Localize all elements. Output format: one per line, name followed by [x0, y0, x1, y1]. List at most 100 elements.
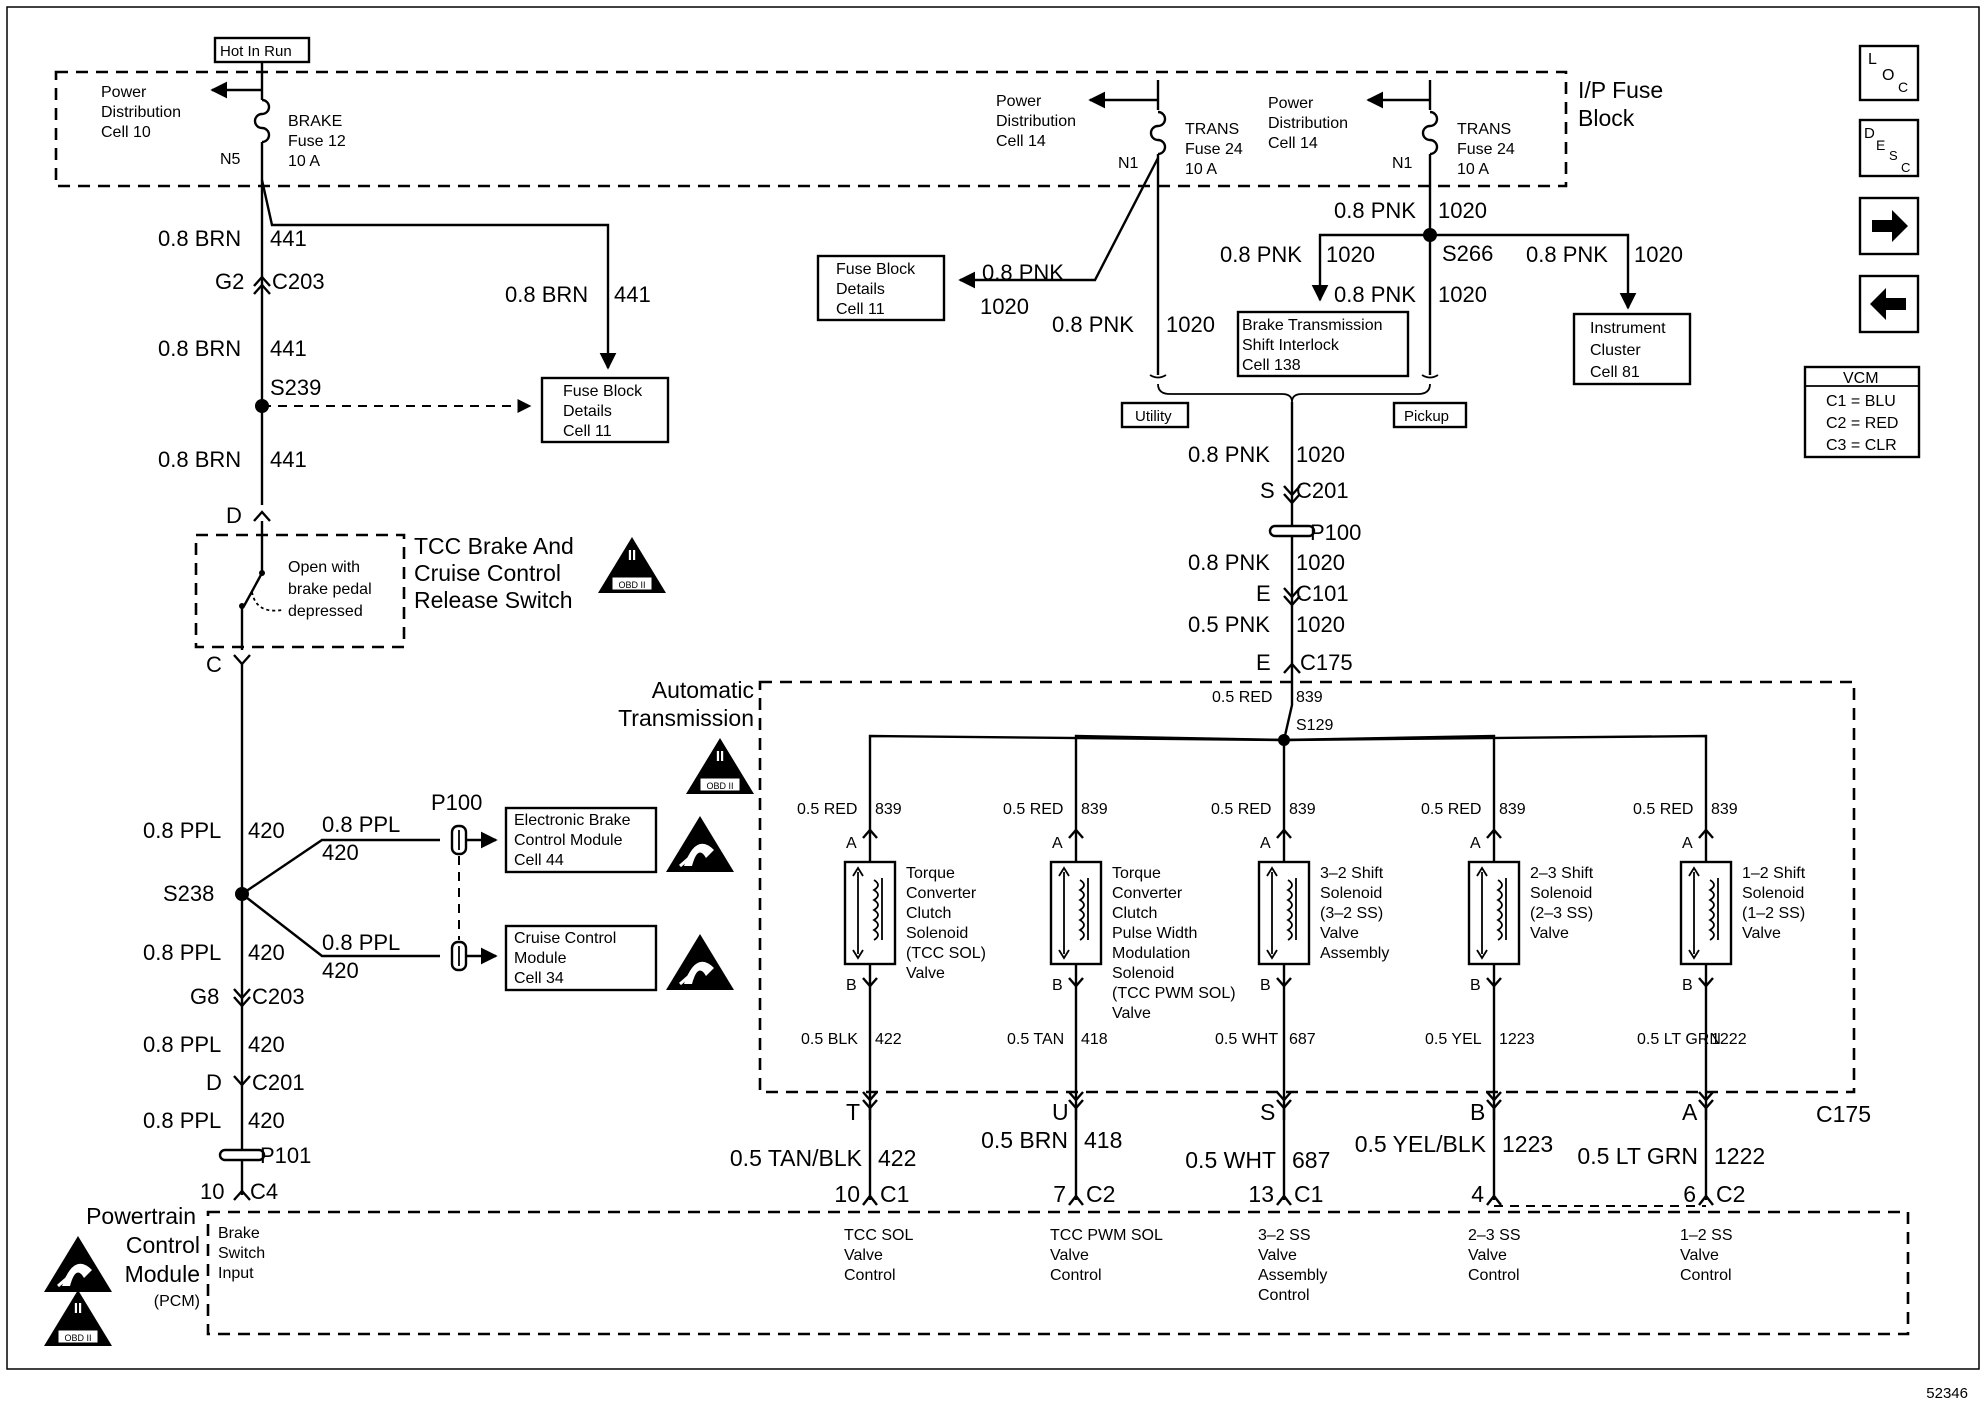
- pdc14b-line2: Distribution: [1268, 115, 1348, 132]
- pdc10-line1: Power: [101, 84, 147, 101]
- solenoid-1-label-0: Torque: [1112, 865, 1161, 882]
- page-border: [6, 6, 1980, 1370]
- btsi-box: [1236, 310, 1410, 378]
- c175-pin-4: A: [1682, 1099, 1698, 1125]
- solenoid-0-label-3: Solenoid: [906, 925, 968, 942]
- circuit-3: 1223: [1499, 1031, 1535, 1048]
- e-pin-c175: E: [1256, 650, 1271, 675]
- solenoid-2-label-1: Solenoid: [1320, 885, 1382, 902]
- pcm-pin-4: 6: [1683, 1181, 1696, 1207]
- pickup-label: Pickup: [1404, 408, 1449, 425]
- pcm-label-1-1: Valve: [1050, 1247, 1089, 1264]
- ccm-line2: Module: [514, 950, 567, 967]
- pcm-label-1-0: TCC PWM SOL: [1050, 1227, 1163, 1244]
- pin-a-icon-0: [862, 828, 878, 839]
- automatic-transmission-outline: [758, 680, 1856, 1094]
- brn-wire-3: 0.8 BRN: [158, 447, 241, 472]
- pnk-wire-ic: 0.8 PNK: [1526, 242, 1608, 267]
- switch-contact-icon: [242, 572, 264, 607]
- ppl-wire-4: 0.8 PPL: [143, 1108, 221, 1133]
- brn-circuit-2: 441: [270, 336, 307, 361]
- solenoid-0-label-4: (TCC SOL): [906, 945, 986, 962]
- d-pin: D: [206, 1070, 222, 1095]
- solenoid-1-label-2: Clutch: [1112, 905, 1157, 922]
- brn-circuit-fbd: 441: [614, 282, 651, 307]
- pcm-label-0-2: Control: [844, 1267, 896, 1284]
- trans-fuse-b-icon: [1421, 110, 1439, 156]
- ip-fuse-block-title-2: Block: [1578, 105, 1635, 131]
- g8-pin: G8: [190, 984, 219, 1009]
- ppl-wire-2: 0.8 PPL: [143, 940, 221, 965]
- ccm-line3: Cell 34: [514, 970, 564, 987]
- c201-label-left: C201: [252, 1070, 305, 1095]
- pnk-wire-btsi: 0.8 PNK: [1220, 242, 1302, 267]
- loc-nav-button[interactable]: [1858, 44, 1920, 102]
- pcm-label-4-1: Valve: [1680, 1247, 1719, 1264]
- solenoid-box-3: [1467, 860, 1521, 966]
- brn-wire-fbd: 0.8 BRN: [505, 282, 588, 307]
- pnk-wire-s266-top: 0.8 PNK: [1334, 198, 1416, 223]
- next-page-button[interactable]: [1858, 196, 1920, 256]
- n1a-label: N1: [1118, 155, 1139, 172]
- pcm-label-2-3: Control: [1258, 1287, 1310, 1304]
- fbd11-box-lower: [540, 376, 670, 444]
- switch-title-3: Release Switch: [414, 587, 573, 613]
- obd-numeral-switch: II: [628, 547, 636, 564]
- pcm-wire-3: 0.5 YEL/BLK: [1355, 1131, 1487, 1157]
- feed-wire-1: [1074, 734, 1285, 840]
- pnk-wire-utility: 0.8 PNK: [1052, 312, 1134, 337]
- ebcm-box: [504, 806, 658, 874]
- pcm-label-4-2: Control: [1680, 1267, 1732, 1284]
- pcm-wire-4: 0.5 LT GRN: [1577, 1143, 1698, 1169]
- fbd11-box-upper: [816, 254, 946, 322]
- pcm-pin-3: 4: [1471, 1181, 1484, 1207]
- ppl-circuit-1: 420: [248, 818, 285, 843]
- ccm-line1: Cruise Control: [514, 930, 616, 947]
- pcm-label-3-2: Control: [1468, 1267, 1520, 1284]
- ppl-wire-ccm: 0.8 PPL: [322, 930, 400, 955]
- s-pin-c201: S: [1260, 478, 1275, 503]
- desc-label-s: S: [1889, 148, 1898, 163]
- solenoid-3-label-1: Solenoid: [1530, 885, 1592, 902]
- wire-4: 0.5 LT GRN: [1637, 1031, 1721, 1048]
- pcm-wire-1: 0.5 BRN: [981, 1127, 1068, 1153]
- vcm-row-3: C3 = CLR: [1826, 437, 1897, 454]
- fbd11-a-line1: Fuse Block: [836, 261, 916, 278]
- fbd11-a-line3: Cell 11: [836, 301, 885, 318]
- c201-label-right: C201: [1296, 478, 1349, 503]
- switch-note-2: brake pedal: [288, 581, 372, 598]
- solenoid-0-label-1: Converter: [906, 885, 977, 902]
- vcm-row-2: C2 = RED: [1826, 415, 1898, 432]
- c-pin: C: [206, 652, 222, 677]
- pnk-circuit-3: 1020: [1296, 612, 1345, 637]
- c203-label-bottom: C203: [252, 984, 305, 1009]
- desc-nav-button[interactable]: [1858, 118, 1920, 178]
- circuit-4: 1222: [1711, 1031, 1747, 1048]
- wire-0: 0.5 BLK: [801, 1031, 858, 1048]
- btsi-line2: Shift Interlock: [1242, 337, 1340, 354]
- red-circuit-2: 839: [1289, 801, 1316, 818]
- desc-label-c: C: [1901, 160, 1910, 175]
- option-brace: [1157, 383, 1431, 403]
- pin-b-icon-4: [1698, 977, 1714, 988]
- pin-a-icon-1: [1068, 828, 1084, 839]
- pin-b-4: B: [1682, 977, 1693, 994]
- solenoid-1-label-5: Solenoid: [1112, 965, 1174, 982]
- obd-text-trans: OBD II: [706, 781, 733, 791]
- pnk-circuit-utility: 1020: [1166, 312, 1215, 337]
- solenoid-3-label-2: (2–3 SS): [1530, 905, 1593, 922]
- ip-fuse-block-outline: [54, 70, 1568, 188]
- utility-box: [1120, 401, 1190, 429]
- ebcm-line2: Control Module: [514, 832, 623, 849]
- pcm-label-3-0: 2–3 SS: [1468, 1227, 1520, 1244]
- feed-wire-4: [1283, 734, 1708, 840]
- vcm-legend-box: [1803, 365, 1921, 459]
- pin-a-1: A: [1052, 835, 1063, 852]
- wire-1: 0.5 TAN: [1007, 1031, 1064, 1048]
- ebcm-line1: Electronic Brake: [514, 812, 631, 829]
- pcm-conn-2: C1: [1294, 1181, 1323, 1207]
- pcm-title-2: Control: [126, 1232, 200, 1258]
- solenoid-4-label-2: (1–2 SS): [1742, 905, 1805, 922]
- pcm-circuit-1: 418: [1084, 1127, 1122, 1153]
